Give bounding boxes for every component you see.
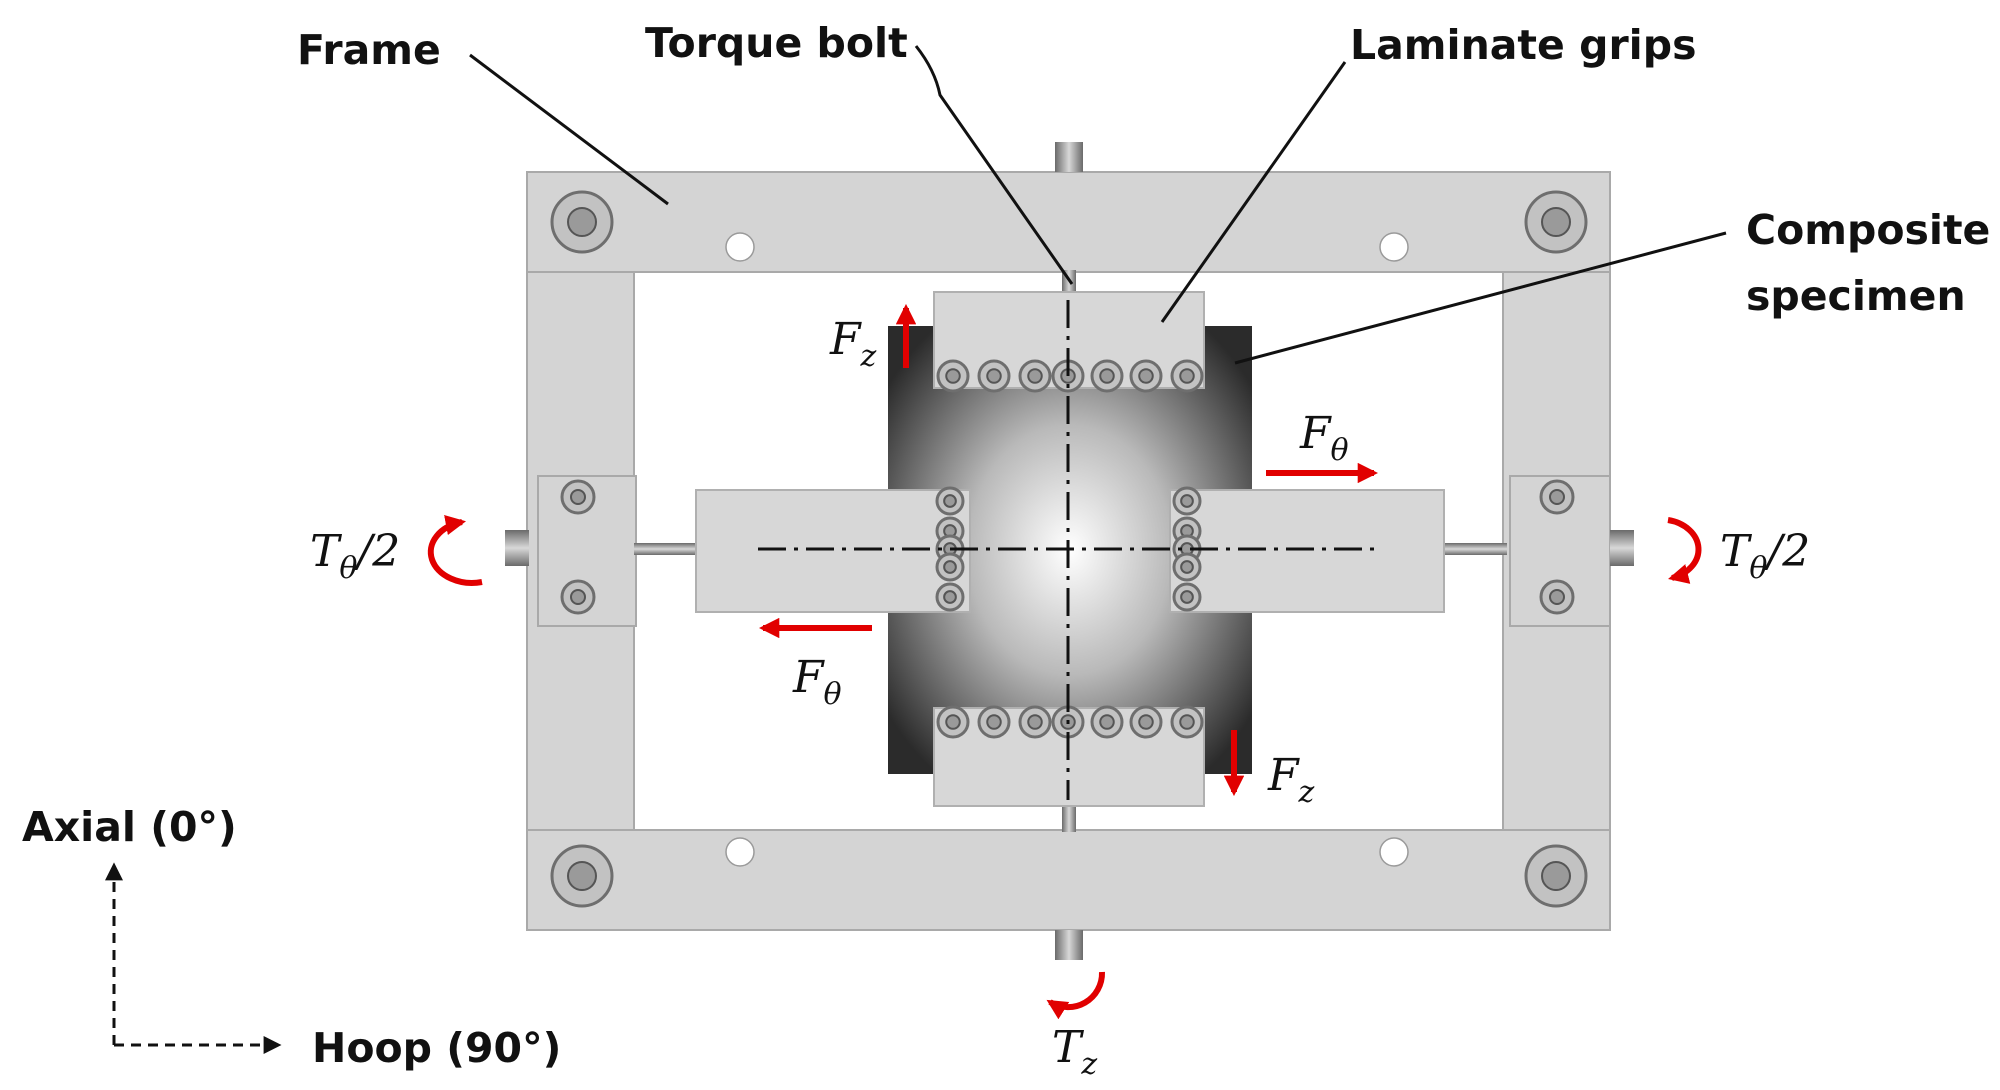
- grip-screw: [977, 705, 1011, 739]
- grip-screw: [1018, 705, 1052, 739]
- clamp-screw: [560, 479, 596, 515]
- side-clamps: [505, 475, 1634, 627]
- fz-bottom-label: Fz: [1267, 750, 1315, 810]
- bottom-torque-bolt-head: [1055, 930, 1083, 960]
- grip-screw: [935, 552, 965, 582]
- frame-bottom-bar: [526, 829, 1611, 931]
- frame-leader: [469, 53, 669, 206]
- hoop-axis-label: Hoop (90°): [312, 1024, 561, 1072]
- grip-screw: [1090, 705, 1124, 739]
- laminate-grips-label: Laminate grips: [1350, 21, 1696, 69]
- grip-screw: [1172, 552, 1202, 582]
- clamp-screw: [1539, 479, 1575, 515]
- grip-screw: [1172, 582, 1202, 612]
- corner-screw: [1524, 844, 1588, 908]
- corner-screw: [550, 190, 614, 254]
- grip-screw: [935, 486, 965, 516]
- grip-screw: [936, 359, 970, 393]
- frame-top-bar: [526, 171, 1611, 273]
- clamp-screw: [1539, 579, 1575, 615]
- ttheta-right-label: Tθ/2: [1720, 526, 1810, 586]
- frame-hole: [725, 232, 755, 262]
- grip-screw: [935, 582, 965, 612]
- ttheta-right-curl: [1667, 517, 1702, 584]
- grip-screw: [1090, 359, 1124, 393]
- grip-screw: [936, 705, 970, 739]
- ftheta-left-label: Fθ: [792, 652, 842, 712]
- frame-hole: [1379, 232, 1409, 262]
- load-arrows: [427, 303, 1702, 1020]
- grip-screw: [1129, 705, 1163, 739]
- grip-screw: [1170, 359, 1204, 393]
- top-torque-bolt-head: [1055, 142, 1083, 172]
- grip-screw: [1172, 486, 1202, 516]
- tz-label: Tz: [1052, 1022, 1097, 1082]
- corner-screw: [1524, 190, 1588, 254]
- ttheta-left-curl: [427, 515, 483, 586]
- composite-specimen-leader: [1234, 231, 1727, 365]
- coordinate-axes: Axial (0°) Hoop (90°): [22, 803, 561, 1072]
- right-torque-rod: [1445, 543, 1507, 555]
- frame-hole: [1379, 837, 1409, 867]
- left-torque-rod: [634, 543, 696, 555]
- left-bolt-end: [505, 530, 529, 566]
- torque-bolt-label: Torque bolt: [645, 19, 908, 67]
- torque-bolt-leader: [914, 45, 1074, 285]
- laminate-grips-leader: [1160, 61, 1347, 323]
- corner-screw: [550, 844, 614, 908]
- grip-screw: [1129, 359, 1163, 393]
- tz-bottom-curl: [1046, 971, 1106, 1020]
- ttheta-left-label: Tθ/2: [310, 526, 400, 586]
- right-bolt-end: [1610, 530, 1634, 566]
- left-grip: [695, 489, 971, 613]
- fz-top-label: Fz: [829, 314, 877, 374]
- grip-screw: [1018, 359, 1052, 393]
- grip-screw: [1170, 705, 1204, 739]
- composite-specimen-label-line1: Composite: [1746, 206, 1990, 254]
- frame-hole: [725, 837, 755, 867]
- ftheta-right-label: Fθ: [1299, 408, 1349, 468]
- right-grip: [1169, 489, 1445, 613]
- grip-screw: [977, 359, 1011, 393]
- composite-specimen-label-line2: specimen: [1746, 272, 1966, 320]
- bottom-torque-bolt-shaft: [1062, 806, 1076, 832]
- frame-label: Frame: [297, 26, 441, 74]
- axial-axis-label: Axial (0°): [22, 803, 237, 851]
- clamp-screw: [560, 579, 596, 615]
